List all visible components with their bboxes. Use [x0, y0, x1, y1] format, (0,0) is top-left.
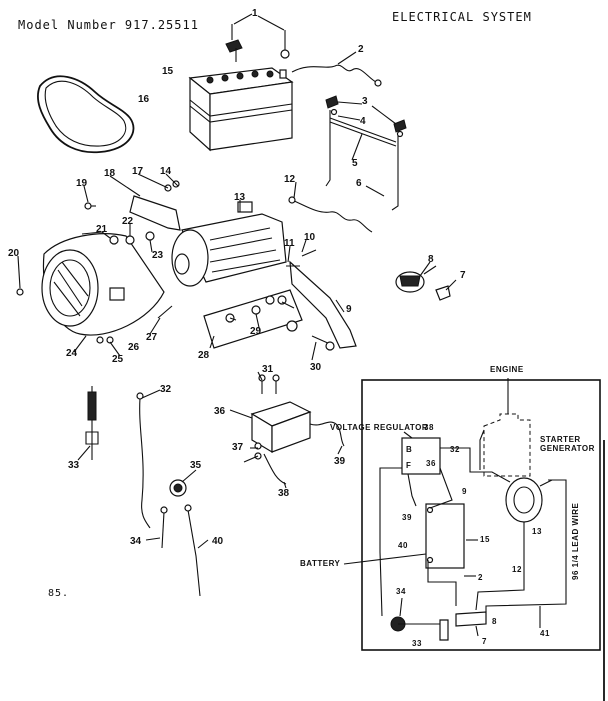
callout-9: 9: [346, 304, 352, 315]
mounting-plate-part: [203, 289, 303, 349]
ground-cable-part: [291, 199, 373, 233]
callout-11: 11: [284, 238, 295, 249]
wiring-8: 8: [492, 617, 497, 626]
generator-bracket-part: [129, 195, 181, 231]
callout-8: 8: [428, 254, 434, 265]
engine-label: ENGINE: [490, 365, 524, 374]
wire-40-part: [187, 509, 201, 597]
wiring-40: 40: [398, 541, 408, 550]
reg-f-terminal: F: [406, 461, 411, 470]
callout-3: 3: [362, 96, 368, 107]
callout-23: 23: [152, 250, 164, 261]
wiring-7: 7: [482, 637, 487, 646]
wiring-39: 39: [402, 513, 412, 522]
callout-22: 22: [122, 216, 134, 227]
page-number: 85.: [48, 588, 70, 599]
callout-16: 16: [138, 94, 150, 105]
wiring-41: 41: [540, 629, 550, 638]
wiring-34: 34: [396, 587, 406, 596]
callout-1: 1: [252, 8, 258, 19]
leader-lines: [17, 13, 457, 549]
wiring-38: 38: [424, 423, 434, 432]
callout-34: 34: [130, 536, 142, 547]
callout-21: 21: [96, 224, 108, 235]
ignition-switch-part: [395, 265, 437, 293]
battery-terminal-bolt-part: [225, 24, 290, 62]
wiring-diagram-inset: ENGINE B F VOLTAGE REGULATOR 38 36 START…: [300, 365, 601, 651]
callout-2: 2: [358, 44, 364, 55]
callout-14: 14: [160, 166, 172, 177]
callout-17: 17: [132, 166, 144, 177]
callout-40: 40: [212, 536, 224, 547]
callout-25: 25: [112, 354, 124, 365]
callout-4: 4: [360, 116, 366, 127]
callout-32: 32: [160, 384, 172, 395]
callout-35: 35: [190, 460, 202, 471]
voltage-regulator-label: VOLTAGE REGULATOR: [330, 423, 428, 432]
wire-32-part: [139, 397, 151, 529]
callout-28: 28: [198, 350, 210, 361]
callout-37: 37: [232, 442, 244, 453]
indicator-light-part: [169, 479, 187, 497]
battery-holddown-part: [325, 95, 407, 211]
callout-12: 12: [284, 174, 296, 185]
callout-27: 27: [146, 332, 158, 343]
callout-13: 13: [234, 192, 246, 203]
diagram-title: ELECTRICAL SYSTEM: [392, 10, 532, 24]
callout-31: 31: [262, 364, 274, 375]
wiring-2: 2: [478, 573, 483, 582]
starter-generator-label: STARTER GENERATOR: [540, 435, 595, 453]
wiring-33: 33: [412, 639, 422, 648]
callout-26: 26: [128, 342, 140, 353]
callout-39: 39: [334, 456, 346, 467]
generator-strap-part: [289, 260, 357, 349]
callout-24: 24: [66, 348, 78, 359]
battery-cable-part: [291, 64, 377, 83]
callout-20: 20: [8, 248, 20, 259]
callout-10: 10: [304, 232, 316, 243]
callout-38: 38: [278, 488, 290, 499]
wire-34-part: [161, 511, 165, 549]
reg-b-terminal: B: [406, 445, 412, 454]
callout-18: 18: [104, 168, 116, 179]
battery-part: [188, 67, 294, 152]
wiring-36: 36: [426, 459, 436, 468]
voltage-regulator-part: [250, 374, 345, 485]
fuse-holder-part: [85, 386, 99, 460]
wiring-9: 9: [462, 487, 467, 496]
wiring-12: 12: [512, 565, 522, 574]
wiring-15: 15: [480, 535, 490, 544]
callout-15: 15: [162, 66, 174, 77]
callout-7: 7: [460, 270, 466, 281]
callout-33: 33: [68, 460, 80, 471]
belt-guard-part: [41, 233, 165, 336]
callout-29: 29: [250, 326, 262, 337]
callout-5: 5: [352, 158, 358, 169]
callout-36: 36: [214, 406, 226, 417]
fan-belt-part: [37, 75, 135, 154]
callout-30: 30: [310, 362, 322, 373]
battery-label: BATTERY: [300, 559, 341, 568]
wiring-13: 13: [532, 527, 542, 536]
wiring-32: 32: [450, 445, 460, 454]
callout-19: 19: [76, 178, 88, 189]
model-number: Model Number 917.25511: [18, 18, 199, 32]
lead-wire-label: 96 1/4 LEAD WIRE: [571, 502, 580, 580]
starter-generator-part: [171, 201, 287, 287]
callout-6: 6: [356, 178, 362, 189]
